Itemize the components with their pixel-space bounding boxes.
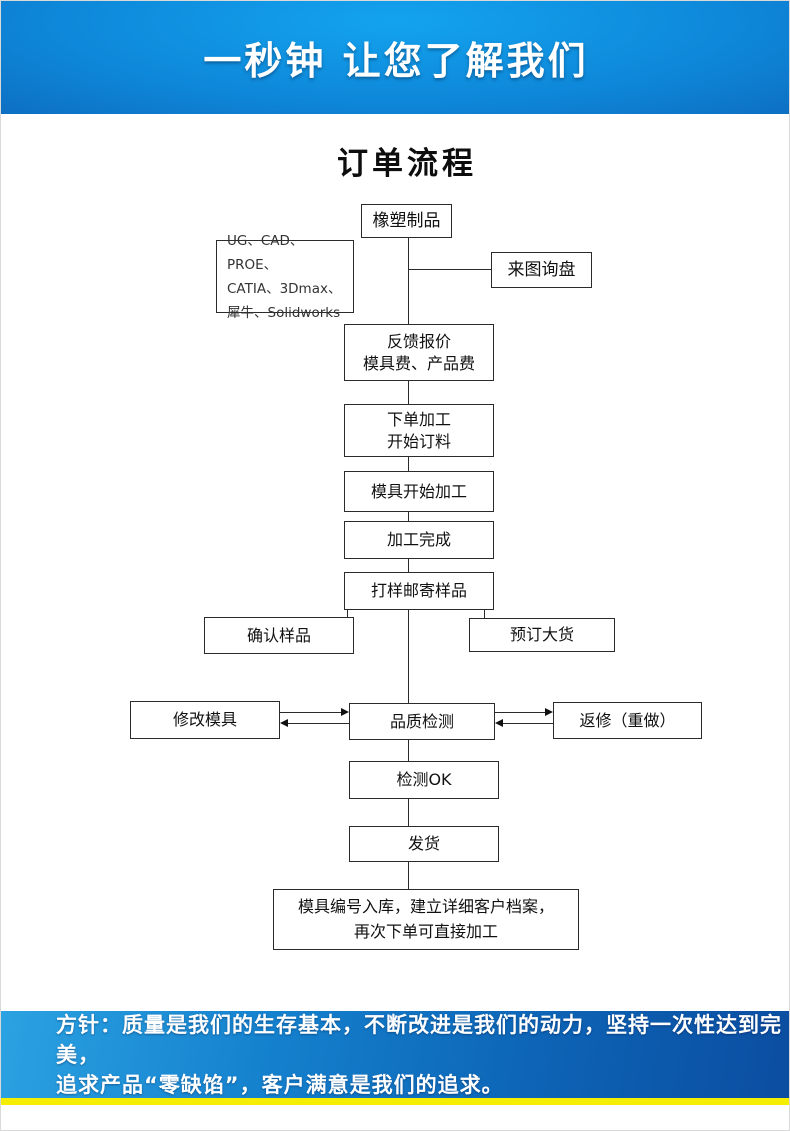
node-rework: 返修（重做） [553, 702, 702, 739]
connector-sample-bulk [484, 609, 485, 618]
footer-banner: 方针：质量是我们的生存基本，不断改进是我们的动力，坚持一次性达到完美， 追求产品… [1, 1011, 789, 1098]
arrowhead-right-icon [545, 708, 553, 716]
node-inquiry-label: 来图询盘 [507, 259, 576, 280]
arrow-line-rework-to-qc [503, 723, 553, 724]
node-inspection-ok: 检测OK [349, 761, 499, 799]
node-modify-mold: 修改模具 [130, 701, 280, 739]
arrow-line-modify-to-qc [280, 712, 342, 713]
node-product-label: 橡塑制品 [372, 210, 441, 231]
footer-policy-line2: 追求产品“零缺馅”，客户满意是我们的追求。 [56, 1072, 504, 1097]
node-bulk-order-label: 预订大货 [509, 625, 574, 645]
connector-qc-ok [408, 739, 409, 761]
node-order-line1: 下单加工 [386, 409, 451, 429]
node-inspection-ok-label: 检测OK [396, 770, 452, 790]
node-confirm-sample: 确认样品 [204, 617, 354, 654]
connector-quote-order [408, 380, 409, 404]
connector-inquiry-branch [408, 269, 491, 270]
node-quote-line1: 反馈报价 [386, 331, 451, 351]
node-product: 橡塑制品 [361, 204, 452, 238]
node-order-line2: 开始订料 [386, 431, 451, 451]
node-quote: 反馈报价 模具费、产品费 [344, 324, 494, 381]
arrow-line-qc-to-modify [288, 723, 349, 724]
footer-yellow-stripe [1, 1098, 789, 1105]
node-software: UG、CAD、PROE、 CATIA、3Dmax、 犀牛、Solidworks [216, 233, 354, 321]
arrowhead-right-icon [341, 708, 349, 716]
node-archive-line1: 模具编号入库，建立详细客户档案， [297, 896, 554, 916]
node-software-line3: 犀牛、Solidworks [227, 304, 341, 321]
connector-done-sample [408, 558, 409, 572]
node-mold-start-label: 模具开始加工 [370, 481, 467, 501]
node-software-line2: CATIA、3Dmax、 [227, 280, 342, 297]
footer-policy-line1: 方针：质量是我们的生存基本，不断改进是我们的动力，坚持一次性达到完美， [56, 1012, 782, 1067]
node-bulk-order: 预订大货 [469, 618, 615, 652]
connector-ok-ship [408, 798, 409, 826]
arrow-line-qc-to-rework [495, 712, 546, 713]
node-qc: 品质检测 [349, 703, 495, 740]
node-sample: 打样邮寄样品 [344, 572, 494, 610]
connector-ship-archive [408, 861, 409, 889]
node-process-done-label: 加工完成 [386, 530, 451, 550]
node-ship: 发货 [349, 826, 499, 862]
connector-moldstart-done [408, 511, 409, 521]
node-modify-mold-label: 修改模具 [172, 710, 237, 730]
node-archive: 模具编号入库，建立详细客户档案， 再次下单可直接加工 [273, 889, 579, 950]
node-software-line1: UG、CAD、PROE、 [227, 232, 304, 273]
arrowhead-left-icon [280, 719, 288, 727]
arrowhead-left-icon [495, 719, 503, 727]
node-mold-start: 模具开始加工 [344, 471, 494, 512]
connector-sample-qc [408, 609, 409, 703]
node-qc-label: 品质检测 [389, 711, 454, 731]
node-process-done: 加工完成 [344, 521, 494, 559]
header-banner: 一秒钟 让您了解我们 [1, 1, 789, 114]
node-order: 下单加工 开始订料 [344, 404, 494, 457]
connector-sample-confirm [347, 609, 348, 618]
flow-title: 订单流程 [337, 146, 477, 182]
node-archive-line2: 再次下单可直接加工 [353, 921, 498, 941]
node-confirm-sample-label: 确认样品 [246, 625, 311, 645]
node-quote-line2: 模具费、产品费 [362, 353, 475, 373]
connector-order-moldstart [408, 456, 409, 471]
node-sample-label: 打样邮寄样品 [370, 581, 467, 601]
node-inquiry: 来图询盘 [491, 252, 592, 288]
node-ship-label: 发货 [407, 834, 440, 854]
connector-product-quote [408, 237, 409, 324]
node-rework-label: 返修（重做） [579, 710, 676, 730]
header-title: 一秒钟 让您了解我们 [203, 39, 589, 83]
